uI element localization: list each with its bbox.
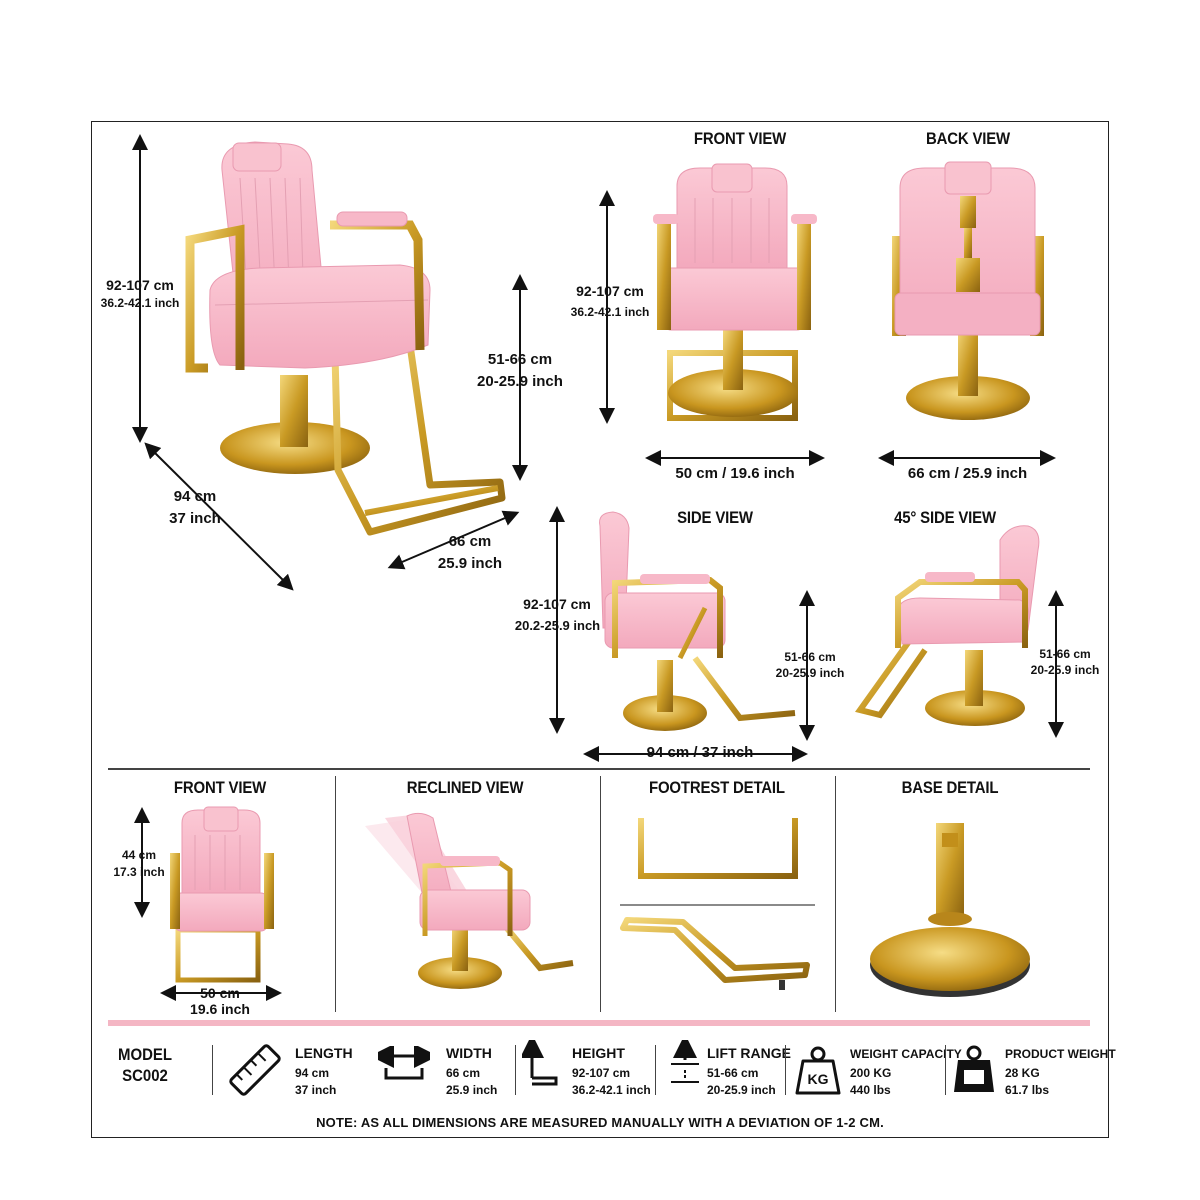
front-view-title: FRONT VIEW <box>693 129 787 148</box>
back-view-title: BACK VIEW <box>925 129 1011 148</box>
front-view-illustration <box>599 163 825 466</box>
small-front-view-illustration <box>134 806 282 1001</box>
lift-range-cm: 51-66 cm <box>707 1066 759 1080</box>
section-divider <box>108 768 1090 770</box>
weight-capacity-label: WEIGHT CAPACITY <box>850 1047 962 1061</box>
model-label: MODEL <box>117 1045 173 1064</box>
side45-view-illustration <box>854 525 1064 738</box>
small-front-height-cm: 44 cm <box>121 848 157 862</box>
length-label: LENGTH <box>295 1045 353 1061</box>
lift-range-icon <box>671 1040 699 1083</box>
width-arrows-icon <box>378 1046 430 1080</box>
model-value: SC002 <box>122 1066 168 1085</box>
weight-capacity-kg: 200 KG <box>850 1066 892 1080</box>
side-view-title: SIDE VIEW <box>677 508 753 527</box>
main-width-inch: 25.9 inch <box>437 555 503 572</box>
side-length: 94 cm / 37 inch <box>646 744 754 761</box>
spec-divider-5 <box>945 1045 946 1095</box>
width-label: WIDTH <box>446 1045 492 1061</box>
width-cm: 66 cm <box>446 1066 481 1080</box>
small-front-width-cm: 50 cm <box>200 985 240 1001</box>
side45-lift-cm: 51-66 cm <box>1039 647 1091 661</box>
product-weight-label: PRODUCT WEIGHT <box>1005 1047 1116 1061</box>
product-weight-kg: 28 KG <box>1005 1066 1040 1080</box>
measurement-note: NOTE: AS ALL DIMENSIONS ARE MEASURED MAN… <box>316 1115 884 1130</box>
height-inch: 36.2-42.1 inch <box>572 1083 651 1097</box>
ruler-icon <box>229 1044 281 1096</box>
side-lift-inch: 20-25.9 inch <box>775 666 845 680</box>
width-inch: 25.9 inch <box>446 1083 498 1097</box>
kg-weight-icon: KG <box>795 1045 841 1097</box>
side-height-cm: 92-107 cm <box>523 596 591 612</box>
lift-range-inch: 20-25.9 inch <box>707 1083 776 1097</box>
small-front-width-inch: 19.6 inch <box>190 1001 250 1017</box>
product-weight-lbs: 61.7 lbs <box>1005 1083 1050 1097</box>
spec-divider-4 <box>785 1045 786 1095</box>
column-divider-1 <box>335 776 336 1012</box>
main-height-cm: 92-107 cm <box>106 277 174 293</box>
kg-icon-text: KG <box>807 1071 829 1087</box>
footrest-detail-illustration <box>620 818 815 990</box>
spec-divider-3 <box>655 1045 656 1095</box>
front-height-cm: 92-107 cm <box>576 283 644 299</box>
side45-view-title: 45° SIDE VIEW <box>894 508 996 527</box>
side-lift-cm: 51-66 cm <box>784 650 836 664</box>
side-view-illustration <box>549 506 815 762</box>
main-lift-cm: 51-66 cm <box>487 351 553 368</box>
height-label: HEIGHT <box>572 1045 625 1061</box>
spec-divider-2 <box>515 1045 516 1095</box>
spec-sheet-frame <box>91 121 1109 1138</box>
height-cm: 92-107 cm <box>572 1066 631 1080</box>
weight-capacity-lbs: 440 lbs <box>850 1083 891 1097</box>
length-inch: 37 inch <box>295 1083 337 1097</box>
side-height-inch: 20.2-25.9 inch <box>514 618 601 633</box>
footrest-detail-title: FOOTREST DETAIL <box>649 778 785 797</box>
back-width: 66 cm / 25.9 inch <box>907 465 1028 482</box>
main-width-cm: 66 cm <box>448 533 492 550</box>
main-length-cm: 94 cm <box>173 488 217 505</box>
main-lift-inch: 20-25.9 inch <box>477 373 563 390</box>
accent-bar <box>108 1020 1090 1026</box>
reclined-view-title: RECLINED VIEW <box>406 778 524 797</box>
column-divider-2 <box>600 776 601 1012</box>
product-weight-icon <box>954 1045 994 1092</box>
front-width: 50 cm / 19.6 inch <box>675 465 795 482</box>
reclined-view-illustration <box>365 812 574 989</box>
front-height-inch: 36.2-42.1 inch <box>570 305 650 319</box>
main-length-inch: 37 inch <box>169 510 221 527</box>
main-chair-illustration <box>132 134 528 591</box>
column-divider-3 <box>835 776 836 1012</box>
lift-range-label: LIFT RANGE <box>707 1045 791 1061</box>
height-arrow-icon <box>522 1040 558 1086</box>
small-front-view-title: FRONT VIEW <box>173 778 267 797</box>
base-detail-title: BASE DETAIL <box>901 778 999 797</box>
base-detail-illustration <box>870 823 1030 997</box>
spec-divider-1 <box>212 1045 213 1095</box>
back-view-illustration <box>878 161 1056 466</box>
main-height-inch: 36.2-42.1 inch <box>100 296 180 310</box>
side45-lift-inch: 20-25.9 inch <box>1030 663 1100 677</box>
small-front-height-inch: 17.3 inch <box>113 865 165 879</box>
length-cm: 94 cm <box>295 1066 330 1080</box>
